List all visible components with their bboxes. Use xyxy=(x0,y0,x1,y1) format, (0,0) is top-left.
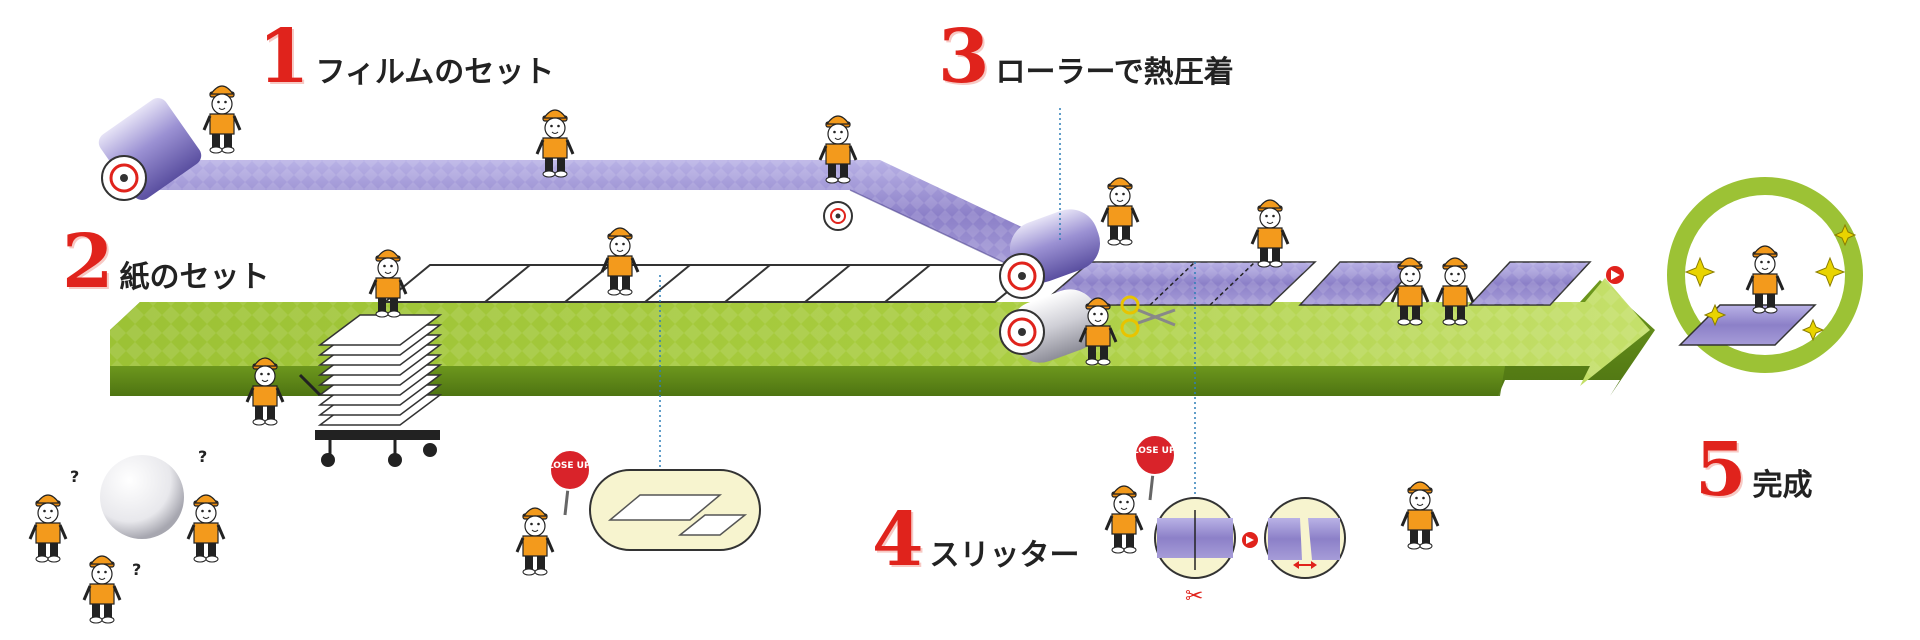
step-2-text: 紙のセット xyxy=(119,260,270,295)
svg-text:?: ? xyxy=(132,560,141,579)
svg-text:?: ? xyxy=(70,467,79,486)
closeup-sign: CLOSE UP!! xyxy=(1126,434,1184,501)
question-marks: ? ? ? xyxy=(70,447,207,579)
paper-cart xyxy=(298,314,443,467)
svg-text:CLOSE UP!!: CLOSE UP!! xyxy=(1126,446,1184,456)
svg-text:?: ? xyxy=(198,447,207,466)
closeup-sign: CLOSE UP!! xyxy=(541,449,599,516)
scissors-icon xyxy=(1120,295,1176,338)
step-2-number: 2 xyxy=(62,219,114,305)
laminated-strip xyxy=(1037,261,1317,306)
step-3-label: 3 ローラーで熱圧着 xyxy=(938,20,1234,94)
arrow-right-icon xyxy=(1606,266,1624,284)
cut-sheets xyxy=(1298,261,1592,306)
leader-lines xyxy=(659,108,1196,540)
svg-text:CLOSE UP!!: CLOSE UP!! xyxy=(541,461,599,471)
step-2-label: 2 紙のセット xyxy=(62,225,270,299)
step-5-label: 5 完成 xyxy=(1695,433,1813,507)
step-4-text: スリッター xyxy=(929,538,1080,573)
step-1-text: フィルムのセット xyxy=(315,55,555,90)
step-4-label: 4 スリッター xyxy=(872,503,1080,577)
step-5-text: 完成 xyxy=(1752,468,1813,503)
film-supply-roll xyxy=(98,98,202,202)
step-1-label: 1 フィルムのセット xyxy=(258,20,554,94)
step-4-number: 4 xyxy=(872,497,924,583)
step-3-text: ローラーで熱圧着 xyxy=(995,55,1234,90)
sphere xyxy=(100,455,184,539)
closeup-paper-seam xyxy=(589,469,761,551)
guide-roller xyxy=(823,201,853,231)
film-strip xyxy=(110,160,1060,271)
step-1-number: 1 xyxy=(258,14,310,100)
step-5-number: 5 xyxy=(1695,427,1747,513)
step-3-number: 3 xyxy=(938,14,990,100)
closeup-slitter: ✂ xyxy=(1154,497,1346,609)
svg-text:✂: ✂ xyxy=(1185,584,1203,609)
laminating-rollers xyxy=(998,209,1101,363)
paper-strip xyxy=(382,264,1043,303)
